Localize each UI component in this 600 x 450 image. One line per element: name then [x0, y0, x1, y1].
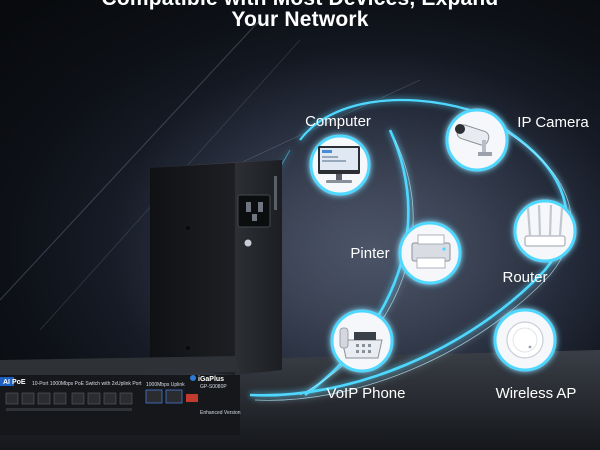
- switch-ports: [5, 392, 133, 411]
- device-router: [513, 199, 577, 263]
- switch-brand: iGaPlus: [198, 376, 224, 383]
- printer-icon: [411, 234, 451, 269]
- device-ip-camera: [445, 108, 509, 172]
- power-socket: [237, 194, 271, 228]
- label-wireless-ap: Wireless AP: [496, 385, 577, 402]
- switch-model: GP-S0080P: [200, 384, 227, 390]
- uplink-port[interactable]: [145, 389, 163, 404]
- lan-port[interactable]: [87, 392, 101, 405]
- label-voip-phone: VoIP Phone: [327, 385, 406, 402]
- phone-icon: [339, 327, 383, 359]
- device-printer: [398, 221, 462, 285]
- lan-port[interactable]: [103, 392, 117, 405]
- switch-badge-text: AI PoE: [3, 379, 26, 386]
- camera-icon: [455, 124, 492, 156]
- uplink-port[interactable]: [165, 389, 183, 404]
- switch-poe-badge: [0, 377, 14, 386]
- access-point-icon: [506, 321, 544, 359]
- poe-injector: [150, 160, 282, 375]
- label-router: Router: [502, 269, 547, 286]
- label-ip-camera: IP Camera: [517, 114, 589, 131]
- label-computer: Computer: [305, 113, 371, 130]
- dip-switch[interactable]: [186, 394, 198, 402]
- switch-mode-label: Enhanced Version: [200, 410, 241, 416]
- switch-front-panel: [0, 375, 240, 435]
- poe-switch: AI PoE 10-Port 1000Mbps PoE Switch with …: [0, 356, 241, 435]
- router-icon: [524, 204, 566, 247]
- label-printer: Pinter: [350, 245, 389, 262]
- lan-port[interactable]: [21, 392, 35, 405]
- uplink-label: 1000Mbps Uplink: [146, 382, 185, 388]
- brand-logo-icon: [190, 375, 196, 381]
- ground-screw: [244, 239, 252, 247]
- lan-port[interactable]: [37, 392, 51, 405]
- device-wireless-ap: [493, 308, 557, 372]
- device-computer: [309, 134, 371, 196]
- lan-port[interactable]: [5, 392, 19, 405]
- lan-port[interactable]: [53, 392, 67, 405]
- inner-ring: [304, 129, 410, 397]
- headline-line-2: Your Network: [231, 8, 369, 31]
- switch-description: 10-Port 1000Mbps PoE Switch with 2xUplin…: [32, 381, 142, 387]
- device-voip-phone: [330, 309, 394, 373]
- lan-port[interactable]: [119, 392, 133, 405]
- outer-ring: [249, 118, 568, 397]
- lan-port[interactable]: [71, 392, 85, 405]
- headline-line-1: Compatible with Most Devices, Expand: [0, 0, 600, 11]
